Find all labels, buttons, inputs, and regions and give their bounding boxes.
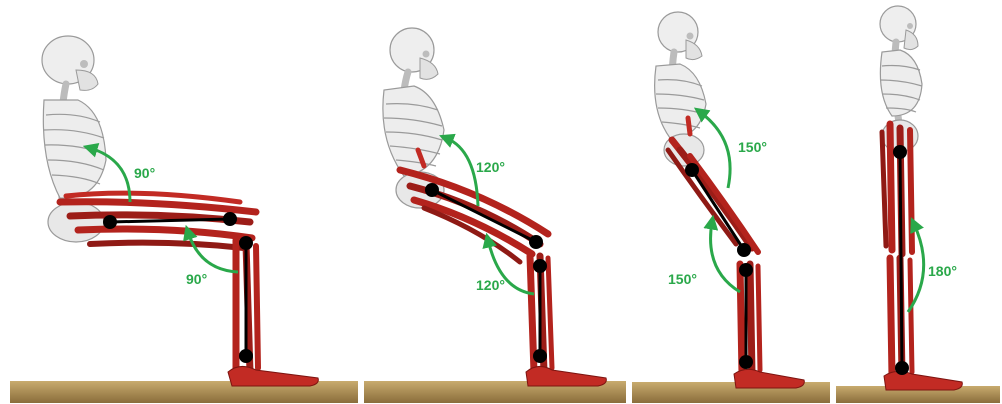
- knee-joint-lower: [533, 259, 547, 273]
- angle-label-thigh-shank: 120°: [476, 277, 505, 293]
- panel-3-figure: 150° 150°: [655, 12, 805, 388]
- panel-2-figure: 120° 120°: [383, 28, 606, 386]
- knee-joint: [223, 212, 237, 226]
- ankle-joint: [895, 361, 909, 375]
- floor-group: [10, 381, 1000, 403]
- angle-label-thigh-shank: 150°: [668, 271, 697, 287]
- hip-joint: [685, 163, 699, 177]
- angle-label-knee: 180°: [928, 263, 957, 279]
- angle-label-trunk-thigh: 90°: [134, 165, 155, 181]
- knee-joint-lower: [239, 236, 253, 250]
- foot: [228, 366, 318, 386]
- angle-label-trunk-thigh: 120°: [476, 159, 505, 175]
- panel-4-figure: 180°: [880, 6, 962, 390]
- panel-1-figure: 90° 90°: [42, 36, 318, 386]
- ribcage: [655, 64, 706, 138]
- ankle-joint: [739, 355, 753, 369]
- ribcage: [880, 50, 922, 116]
- hip-joint: [893, 145, 907, 159]
- angle-label-trunk-thigh: 150°: [738, 139, 767, 155]
- skull: [390, 28, 438, 79]
- skull: [42, 36, 98, 90]
- hip-joint: [425, 183, 439, 197]
- ankle-joint: [239, 349, 253, 363]
- knee-joint-lower: [739, 263, 753, 277]
- foot: [526, 366, 606, 386]
- ribcage: [383, 86, 444, 176]
- segment-lines: [900, 152, 902, 368]
- knee-joint: [737, 243, 751, 257]
- foot: [734, 369, 804, 388]
- pelvis: [48, 202, 104, 242]
- segment-lines: [110, 219, 246, 356]
- knee-joint: [529, 235, 543, 249]
- thigh-muscles: [400, 150, 548, 262]
- hip-joint: [103, 215, 117, 229]
- skull: [658, 12, 702, 60]
- ankle-joint: [533, 349, 547, 363]
- foot: [884, 371, 962, 390]
- angle-label-thigh-shank: 90°: [186, 271, 207, 287]
